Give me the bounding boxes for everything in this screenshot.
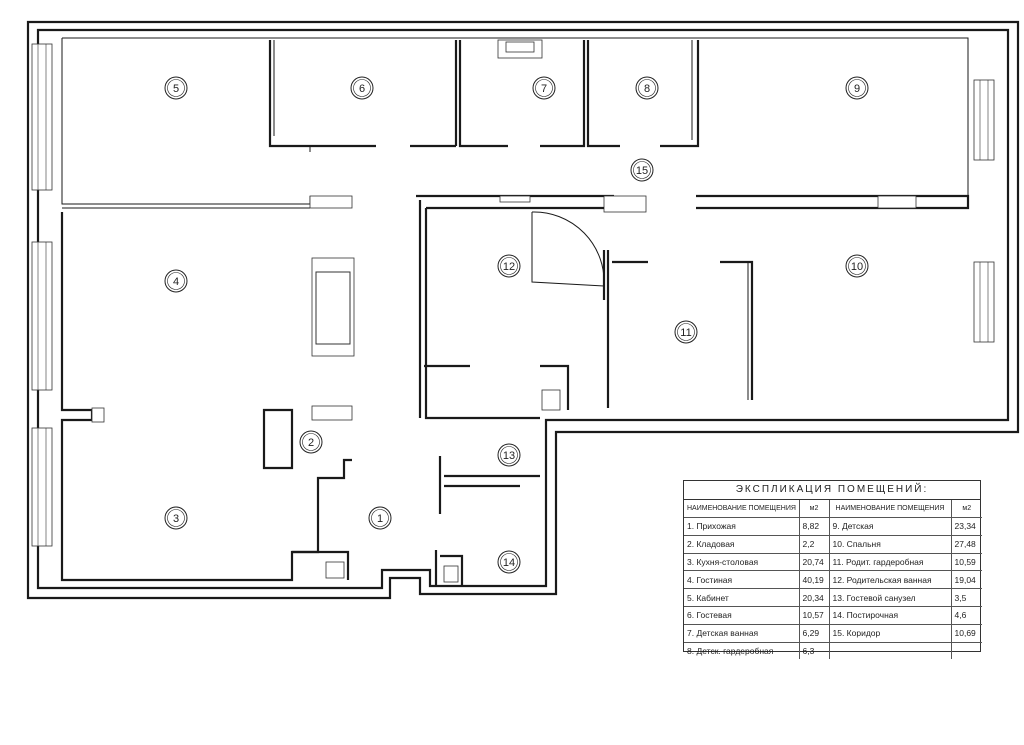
room-number: 8 — [644, 83, 650, 95]
legend-cell-right-name: 15. Коридор — [828, 623, 952, 643]
legend-cell-right-area: 3,5 — [950, 588, 982, 607]
legend-cell-right-name: 9. Детская — [828, 517, 952, 536]
interior-walls — [60, 39, 970, 586]
room-marker-12: 12 — [497, 254, 521, 278]
legend-cell-left-name: 4. Гостиная — [684, 570, 800, 590]
legend-cell-right-name: 13. Гостевой санузел — [828, 588, 952, 607]
room-marker-10: 10 — [845, 254, 869, 278]
room-number: 1 — [377, 513, 383, 525]
legend-cell-left-area: 10,57 — [798, 605, 830, 625]
room-marker-4: 4 — [164, 269, 188, 293]
room-number: 7 — [541, 83, 547, 95]
legend-cell-right-area: 10,69 — [950, 623, 982, 643]
room-number: 14 — [503, 557, 515, 569]
room-marker-7: 7 — [532, 76, 556, 100]
legend-cell-right-name: 10. Спальня — [828, 534, 952, 554]
legend-header-area-left: м2 — [798, 500, 830, 518]
room-marker-5: 5 — [164, 76, 188, 100]
legend-cell-right-name: 11. Родит. гардеробная — [828, 552, 952, 572]
legend-cell-left-name: 1. Прихожая — [684, 517, 800, 536]
room-marker-13: 13 — [497, 443, 521, 467]
legend-header-name-left: НАИМЕНОВАНИЕ ПОМЕЩЕНИЯ — [684, 500, 800, 518]
legend-cell-right-area: 27,48 — [950, 534, 982, 554]
legend-header-row: НАИМЕНОВАНИЕ ПОМЕЩЕНИЯ м2 НАИМЕНОВАНИЕ П… — [684, 500, 982, 518]
room-number: 2 — [308, 437, 314, 449]
legend-cell-right-name: 12. Родительская ванная — [828, 570, 952, 590]
room-number: 15 — [636, 165, 648, 177]
room-number: 3 — [173, 513, 179, 525]
legend-cell-left-area: 8,82 — [798, 517, 830, 536]
legend-cell-left-area: 2,2 — [798, 534, 830, 554]
room-number: 10 — [851, 261, 863, 273]
legend-table: НАИМЕНОВАНИЕ ПОМЕЩЕНИЯ м2 НАИМЕНОВАНИЕ П… — [684, 500, 982, 660]
legend-cell-right-area: 23,34 — [950, 517, 982, 536]
room-marker-9: 9 — [845, 76, 869, 100]
legend-cell-left-area: 6,29 — [798, 623, 830, 643]
legend-cell-left-name: 2. Кладовая — [684, 534, 800, 554]
room-marker-15: 15 — [630, 158, 654, 182]
room-marker-3: 3 — [164, 506, 188, 530]
room-number: 5 — [173, 83, 179, 95]
legend-cell-right-name — [828, 641, 952, 660]
room-marker-14: 14 — [497, 550, 521, 574]
windows — [31, 43, 995, 547]
legend-cell-right-area — [950, 641, 982, 660]
legend-header-name-right: НАИМЕНОВАНИЕ ПОМЕЩЕНИЯ — [828, 500, 952, 518]
room-marker-6: 6 — [350, 76, 374, 100]
legend-cell-left-name: 6. Гостевая — [684, 605, 800, 625]
room-marker-8: 8 — [635, 76, 659, 100]
room-marker-11: 11 — [674, 320, 698, 344]
legend-header-area-right: м2 — [950, 500, 982, 518]
legend-cell-left-name: 3. Кухня-столовая — [684, 552, 800, 572]
room-number: 12 — [503, 261, 515, 273]
legend-cell-left-name: 8. Детск. гардеробная — [684, 641, 800, 660]
legend-cell-right-name: 14. Постирочная — [828, 605, 952, 625]
room-number: 4 — [173, 276, 179, 288]
legend-cell-left-name: 7. Детская ванная — [684, 623, 800, 643]
legend-cell-left-name: 5. Кабинет — [684, 588, 800, 607]
legend-cell-left-area: 40,19 — [798, 570, 830, 590]
room-number: 6 — [359, 83, 365, 95]
legend-cell-right-area: 19,04 — [950, 570, 982, 590]
room-number: 11 — [680, 327, 691, 339]
legend-cell-left-area: 20,74 — [798, 552, 830, 572]
room-number: 13 — [503, 450, 515, 462]
room-marker-1: 1 — [368, 506, 392, 530]
room-marker-2: 2 — [299, 430, 323, 454]
legend-cell-right-area: 10,59 — [950, 552, 982, 572]
room-number: 9 — [854, 83, 860, 95]
legend-title: ЭКСПЛИКАЦИЯ ПОМЕЩЕНИЙ: — [684, 481, 980, 500]
room-legend: ЭКСПЛИКАЦИЯ ПОМЕЩЕНИЙ: НАИМЕНОВАНИЕ ПОМЕ… — [683, 480, 982, 660]
legend-cell-left-area: 6,3 — [798, 641, 830, 660]
legend-cell-right-area: 4,6 — [950, 605, 982, 625]
outer-walls — [26, 20, 1020, 600]
legend-cell-left-area: 20,34 — [798, 588, 830, 607]
